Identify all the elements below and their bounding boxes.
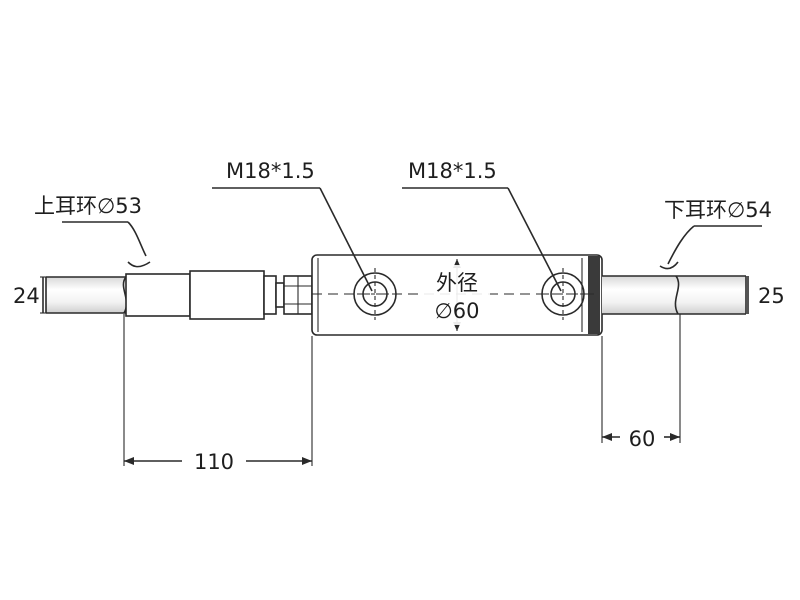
- right-break-line: [674, 275, 680, 315]
- hex-connector: [283, 275, 313, 315]
- dim-length-110-value: 110: [194, 450, 234, 474]
- dimension-length-60: 60: [601, 314, 681, 451]
- dimension-right-height: 25: [747, 276, 785, 314]
- dim-right-height-value: 25: [758, 284, 785, 308]
- dim-left-height-value: 24: [13, 284, 40, 308]
- dim-length-60-value: 60: [629, 427, 656, 451]
- outer-diameter-label: 外径: [436, 271, 478, 295]
- thread-callout-left: M18*1.5: [212, 159, 373, 292]
- thread-right-label: M18*1.5: [408, 159, 497, 183]
- upper-ear-callout: 上耳环∅53: [34, 194, 147, 257]
- dimension-left-height: 24: [13, 276, 46, 314]
- thread-left-label: M18*1.5: [226, 159, 315, 183]
- upper-ear-label: 上耳环∅53: [34, 194, 142, 218]
- lower-ear-callout: 下耳环∅54: [664, 198, 772, 265]
- end-cap-band: [588, 256, 600, 334]
- left-rod: [45, 261, 151, 314]
- lower-ear-label: 下耳环∅54: [664, 198, 772, 222]
- outer-diameter-callout: 外径 ∅60: [424, 259, 490, 331]
- right-thread-port: [538, 268, 588, 320]
- outer-diameter-value: ∅60: [434, 299, 479, 323]
- left-slider-section: [125, 270, 285, 320]
- left-thread-port: [350, 268, 400, 320]
- dimension-length-110: 110: [123, 314, 313, 474]
- thread-callout-right: M18*1.5: [402, 159, 562, 292]
- right-rod: [602, 261, 747, 315]
